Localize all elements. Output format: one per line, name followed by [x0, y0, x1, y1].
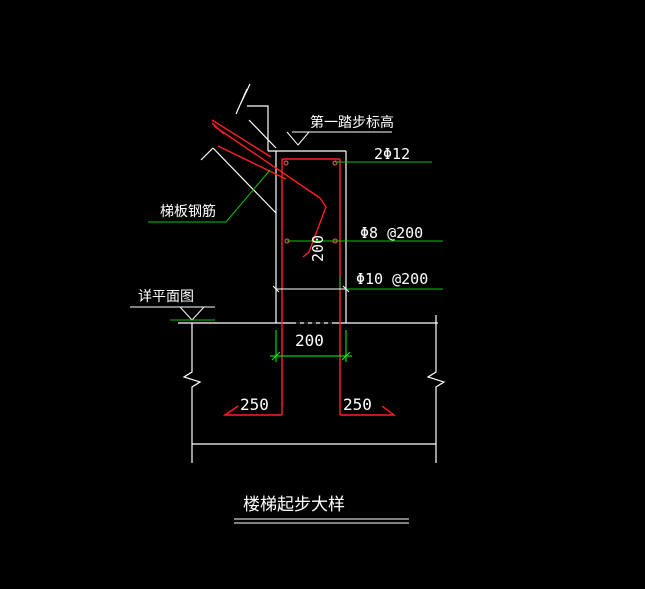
- stair-slab-rebar-label: 梯板钢筋: [160, 203, 216, 220]
- title-underline: [234, 518, 409, 524]
- width-dimension-label: 200: [295, 331, 324, 350]
- see-plan-label: 详平面图: [138, 289, 194, 305]
- width-dimension: [270, 330, 352, 362]
- left-anchorage-label: 250: [240, 395, 269, 414]
- rebar-dots: [283, 160, 338, 244]
- rebar-dot-top-left: [283, 160, 289, 166]
- white-leaders: [130, 131, 392, 324]
- right-anchorage-label: 250: [343, 395, 372, 414]
- first-step-elevation-label: 第一踏步标高: [310, 114, 394, 131]
- height-dimension-label: 200: [309, 235, 327, 262]
- drawing-title: 楼梯起步大样: [243, 495, 345, 515]
- rebar-stirrup-label: Φ8 @200: [360, 224, 423, 242]
- rebar: [211, 119, 397, 416]
- concrete-outline: [178, 83, 446, 463]
- rebar-top-label: 2Φ12: [374, 145, 410, 163]
- leader-lines: [148, 161, 443, 290]
- rebar-vertical-label: Φ10 @200: [356, 270, 428, 288]
- rebar-dot-top-right: [332, 160, 338, 166]
